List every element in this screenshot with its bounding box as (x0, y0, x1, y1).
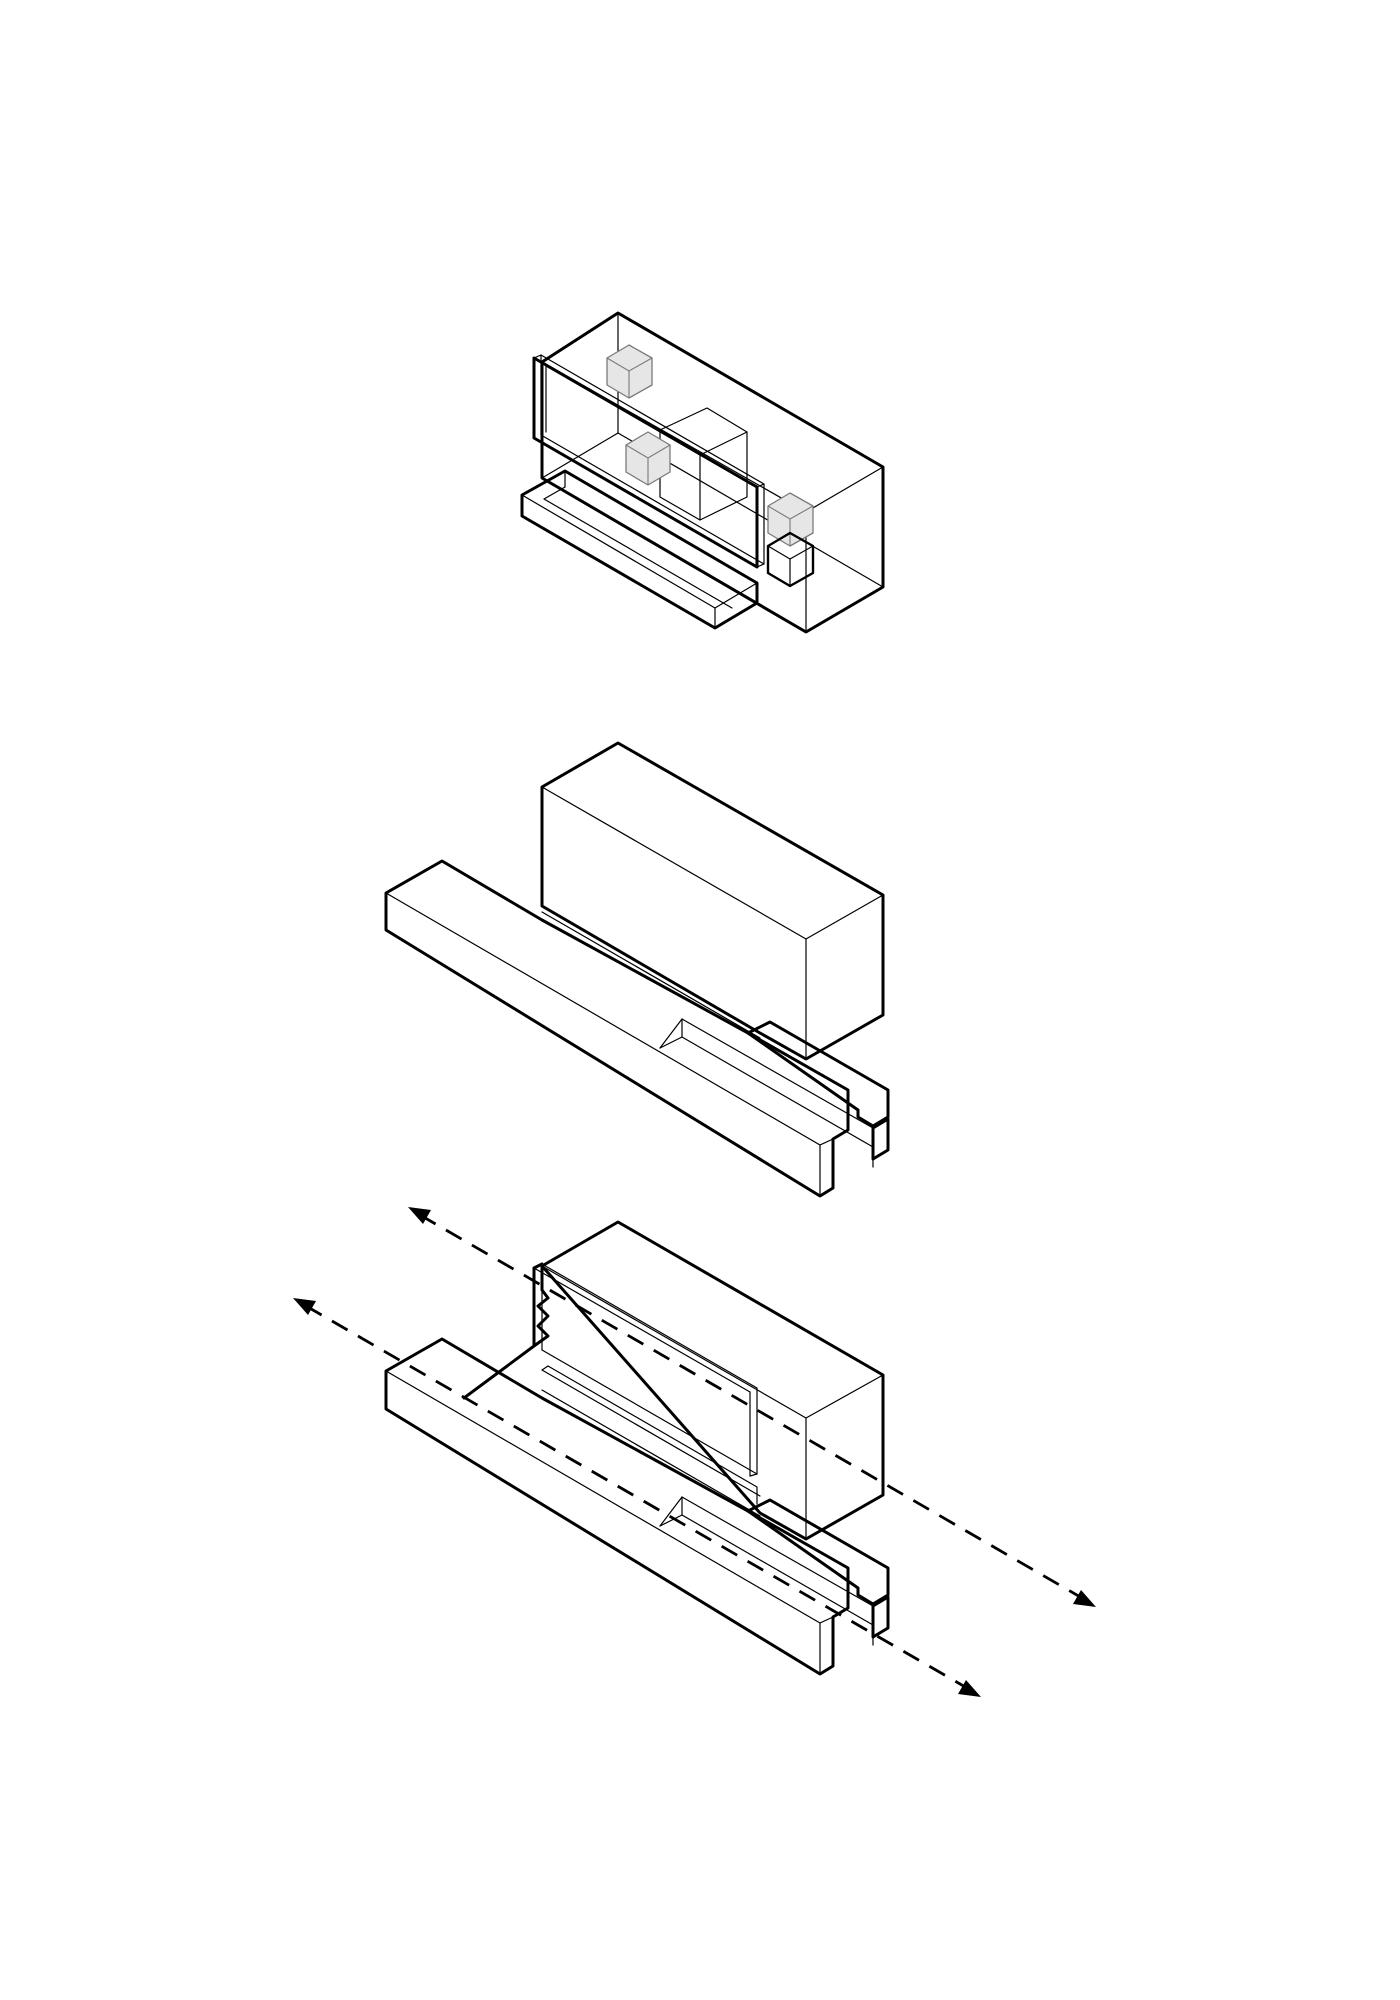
arrowhead-upper-left (408, 1207, 431, 1224)
stage-1-cube-c (767, 492, 814, 547)
stage-1-cube-b (625, 431, 671, 486)
stage-3-model (293, 1207, 1096, 1697)
arrowhead-lower-left (293, 1298, 316, 1315)
stage-1-inner-cube (659, 407, 748, 521)
stage-2-main-volume (540, 741, 885, 1061)
stage-1-cube-d (766, 531, 815, 588)
stage-1-cube-a (606, 344, 653, 399)
movement-axis-lower (293, 1298, 981, 1697)
stage-1-model (520, 311, 885, 634)
stage-1-lower-plinth-bar (520, 469, 759, 630)
stage-3-long-front-bar (384, 1337, 850, 1676)
stage-3-right-slim-bar (659, 1496, 890, 1646)
stage-3-main-volume (540, 1220, 885, 1541)
stage-2-right-slim-bar (659, 1018, 890, 1168)
stage-1-front-frame-wall (532, 354, 765, 569)
movement-axis-upper (408, 1207, 1096, 1607)
arrowhead-lower-right (958, 1680, 981, 1697)
stage-2-long-front-bar (384, 859, 850, 1198)
arrowhead-upper-right (1073, 1590, 1096, 1607)
stage-2-model (384, 741, 890, 1198)
stage-3-cut-front-wall (462, 1262, 761, 1505)
